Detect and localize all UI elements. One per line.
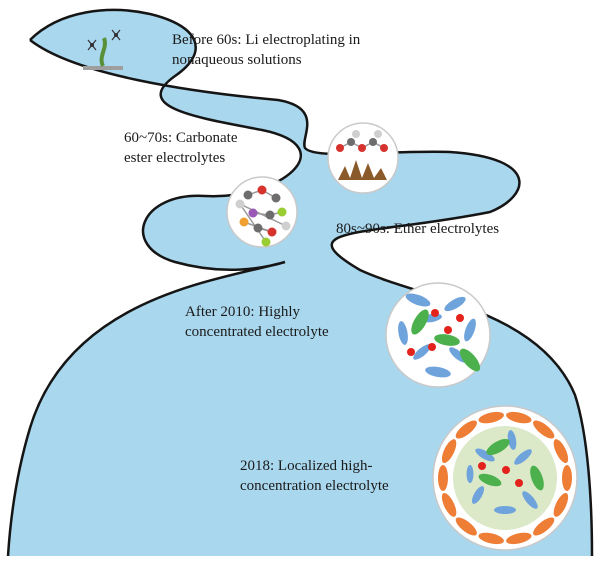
atom (243, 190, 253, 200)
molecule-ellipse (478, 411, 504, 424)
molecule-ellipse (441, 492, 457, 517)
milestone-line: Before 60s: Li electroplating in (172, 32, 361, 48)
molecule-ellipse (478, 473, 502, 487)
milestone-line: 80s~90s: Ether electrolytes (336, 221, 500, 237)
timeline-river (8, 9, 592, 556)
atom (271, 193, 281, 203)
electroplating-icon (83, 29, 123, 70)
milestone-line: concentrated electrolyte (185, 324, 329, 340)
atom (265, 210, 275, 220)
atom (90, 43, 94, 47)
atom (336, 144, 344, 152)
hce-solvation-icon (385, 282, 491, 388)
lithium-cation (502, 466, 510, 474)
lhce-solvation-icon (432, 405, 578, 551)
molecule-ellipse (553, 439, 569, 464)
molecule-ellipse (425, 366, 451, 378)
molecule-ellipse (506, 532, 532, 545)
river-right-bank (29, 39, 594, 557)
molecule-ellipse (459, 348, 481, 372)
molecule-ellipse (486, 438, 510, 456)
molecule-ellipse (553, 492, 569, 517)
icon-badge-circle (327, 122, 399, 194)
electrode-plate (83, 66, 123, 70)
lithium-cation (444, 326, 452, 334)
atom (352, 130, 360, 138)
atom (267, 227, 277, 237)
lithium-deposit (99, 37, 107, 67)
molecule-ellipse (507, 430, 517, 450)
atom (380, 144, 388, 152)
milestone-label-2018: 2018: Localized high- concentration elec… (240, 456, 389, 496)
molecule-ellipse (398, 321, 408, 345)
river-left-bank (6, 8, 302, 557)
lithium-cation (431, 309, 439, 317)
molecule-ellipse (533, 420, 555, 439)
lithium-dendrite (338, 160, 387, 180)
lithium-cation (515, 479, 523, 487)
milestone-line: ester electrolytes (124, 150, 226, 166)
atom (253, 223, 263, 233)
molecule-ellipse (530, 465, 544, 491)
milestone-icons (83, 29, 578, 551)
atom (235, 199, 245, 209)
molecule-ellipse (475, 448, 495, 462)
milestone-line: After 2010: Highly (185, 304, 300, 320)
molecule-ellipse (438, 465, 448, 491)
atom (374, 130, 382, 138)
molecule-ellipse (514, 449, 532, 465)
bond (239, 203, 267, 243)
bond (239, 203, 287, 227)
molecule-ellipse (533, 517, 555, 536)
milestone-line: nonaqueous solutions (172, 52, 302, 68)
atom (358, 144, 366, 152)
atom (114, 33, 118, 37)
atom (261, 237, 271, 247)
ether-dendrite-icon (327, 122, 399, 194)
milestone-line: 2018: Localized high- (240, 458, 373, 474)
milestone-line: concentration electrolyte (240, 478, 389, 494)
lithium-cation (478, 462, 486, 470)
milestone-line: 60~70s: Carbonate (124, 130, 238, 146)
molecule-ellipse (405, 293, 431, 307)
atom (257, 185, 267, 195)
molecule-ellipse (478, 532, 504, 545)
milestone-label-before-60s: Before 60s: Li electroplating in nonaque… (172, 30, 360, 70)
molecule-ellipse (494, 506, 516, 514)
molecule-ellipse (455, 517, 477, 536)
atom (248, 208, 258, 218)
molecule-ellipse (464, 318, 476, 342)
atom (347, 138, 355, 146)
molecule-ellipse (471, 486, 485, 504)
molecule-ellipse (466, 465, 474, 483)
atom (369, 138, 377, 146)
molecule-ellipse (411, 309, 429, 335)
lithium-cation (456, 314, 464, 322)
molecule-ellipse (441, 439, 457, 464)
lithium-cation (428, 343, 436, 351)
atom (277, 207, 287, 217)
molecule-ellipse (522, 491, 538, 509)
molecule-ellipse (434, 334, 460, 346)
atom (281, 221, 291, 231)
lithium-cation (407, 348, 415, 356)
atom (239, 217, 249, 227)
milestone-label-after-2010: After 2010: Highly concentrated electrol… (185, 302, 329, 342)
milestone-label-60-70s: 60~70s: Carbonate ester electrolytes (124, 128, 238, 168)
molecule-ellipse (506, 411, 532, 424)
carbonate-molecule-icon (226, 176, 298, 248)
milestone-label-80-90s: 80s~90s: Ether electrolytes (336, 219, 499, 239)
molecule-ellipse (562, 465, 572, 491)
molecule-ellipse (413, 344, 431, 360)
molecule-ellipse (455, 420, 477, 439)
molecule-ellipse (444, 296, 466, 312)
